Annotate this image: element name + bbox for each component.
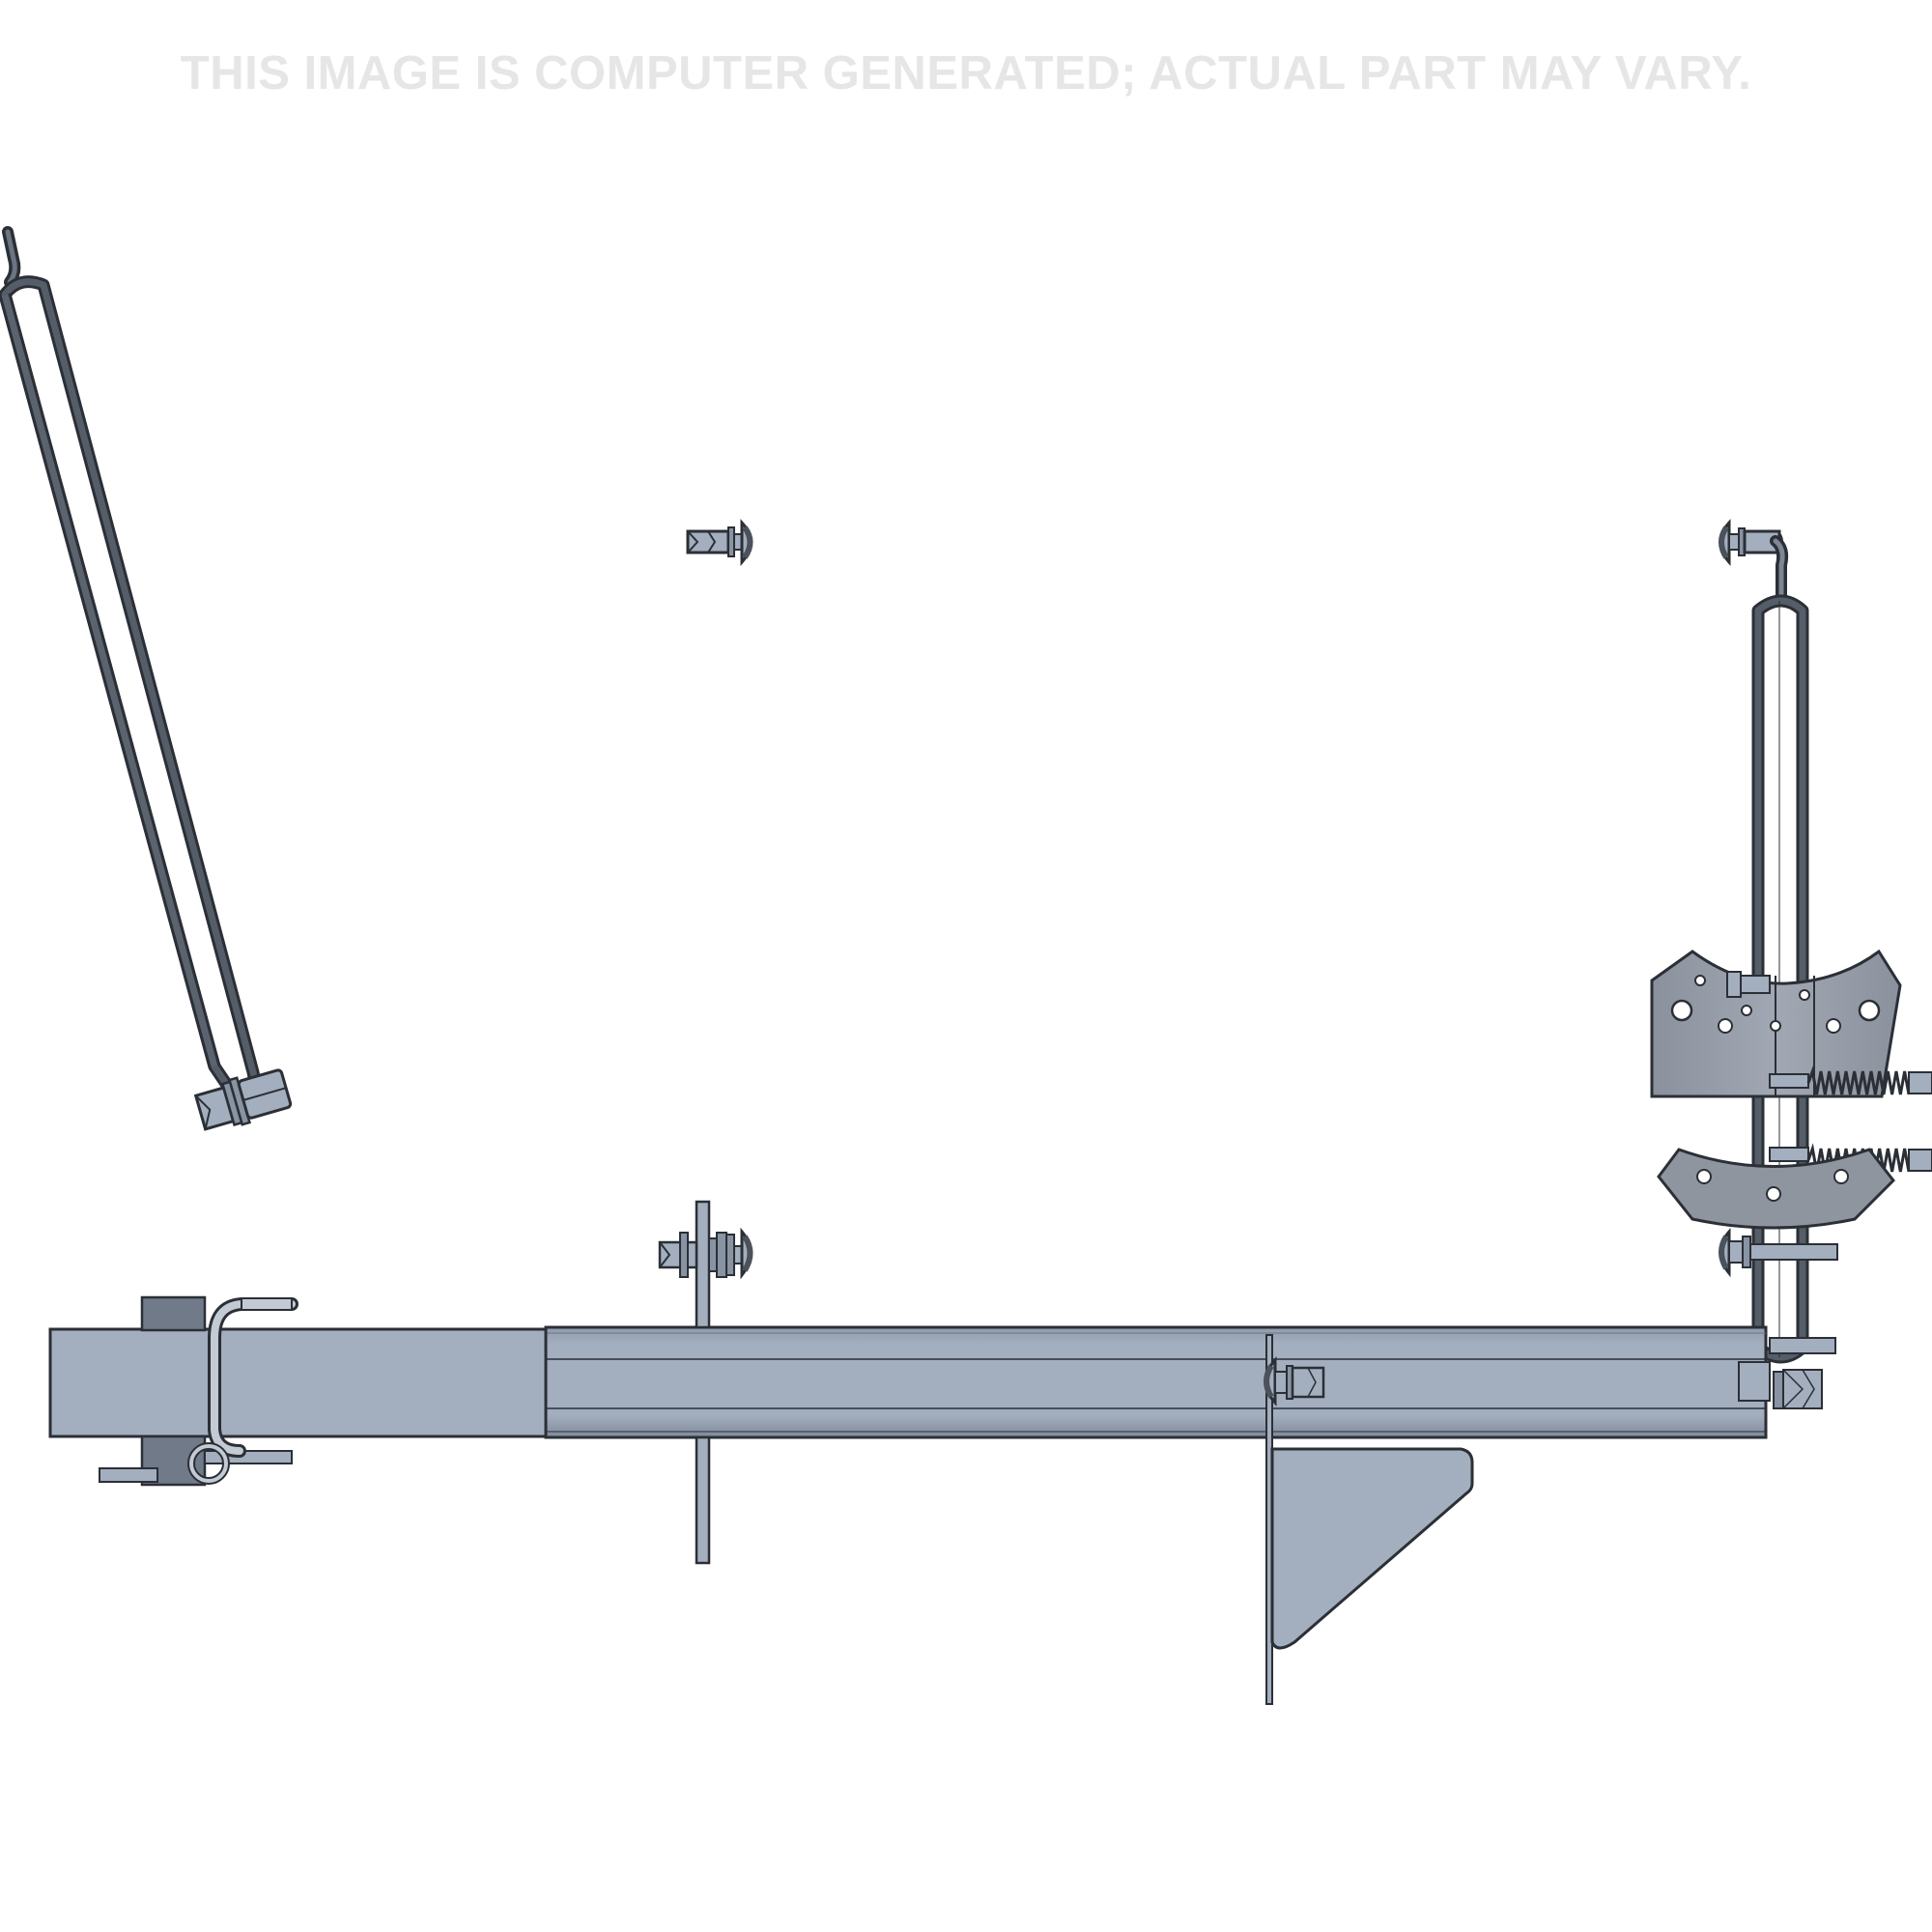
arc-bracket-lower — [1657, 1148, 1895, 1230]
main-frame-tube — [48, 1325, 1836, 1439]
carriage-bolt-top-right — [1719, 519, 1789, 605]
vertical-plate-center — [658, 1200, 753, 1565]
carriage-bolt-right-mid — [1719, 1227, 1838, 1278]
hitch-clevis — [99, 1295, 298, 1487]
gusset-plate — [1264, 1334, 1474, 1705]
carriage-bolt-top-center — [686, 519, 753, 567]
mounting-bracket-upper — [1650, 949, 1902, 1098]
disclaimer-text: THIS IMAGE IS COMPUTER GENERATED; ACTUAL… — [180, 47, 1752, 99]
link-rod-left — [0, 226, 293, 1131]
